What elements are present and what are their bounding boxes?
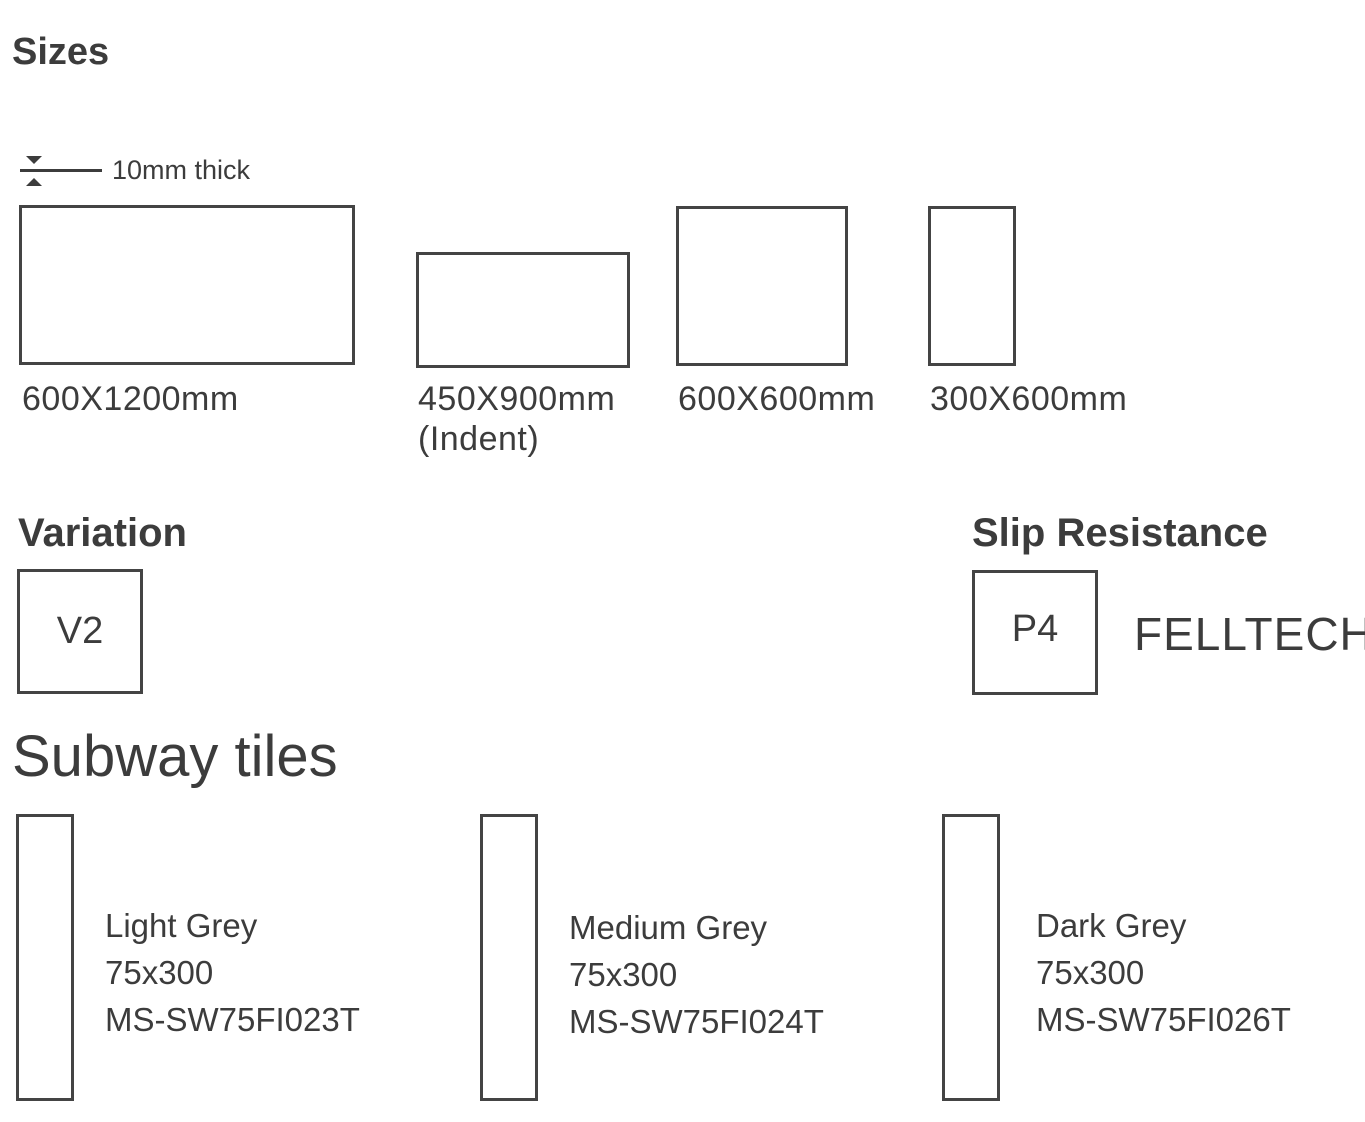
subway-tile-shape [480,814,538,1101]
variation-heading: Variation [18,511,187,555]
tile-size-label: 600X600mm [678,380,876,418]
sizes-heading: Sizes [12,31,110,73]
subway-tile-code: MS-SW75FI024T [569,1003,824,1040]
subway-tile-info: Medium Grey 75x300 MS-SW75FI024T [569,904,824,1045]
slip-resistance-heading: Slip Resistance [972,511,1268,555]
subway-tile-shape [942,814,1000,1101]
slip-rating-value: P4 [1011,608,1059,650]
thickness-icon [20,156,102,186]
variation-value: V2 [56,610,104,652]
subway-tile-size: 75x300 [569,956,678,993]
tile-size-label: 450X900mm [418,380,616,418]
subway-tile-size: 75x300 [105,954,214,991]
subway-tile-info: Dark Grey 75x300 MS-SW75FI026T [1036,902,1291,1043]
tile-size-label: 600X1200mm [22,380,239,418]
subway-tile-info: Light Grey 75x300 MS-SW75FI023T [105,902,360,1043]
subway-tile-color: Medium Grey [569,909,768,946]
subway-tile-code: MS-SW75FI023T [105,1001,360,1038]
slip-brand: FELLTECH [1134,608,1365,660]
subway-tiles-heading: Subway tiles [12,724,338,789]
tile-size-note: (Indent) [418,420,540,458]
subway-tile-code: MS-SW75FI026T [1036,1001,1291,1038]
tile-size-450x900-shape [416,252,630,368]
tile-size-600x1200-shape [19,205,355,365]
tile-size-300x600-shape [928,206,1016,366]
tile-size-label: 300X600mm [930,380,1128,418]
subway-tile-color: Light Grey [105,907,258,944]
subway-tile-color: Dark Grey [1036,907,1187,944]
slip-rating-badge: P4 [972,570,1098,695]
subway-tile-size: 75x300 [1036,954,1145,991]
thickness-label: 10mm thick [112,155,251,185]
variation-badge: V2 [17,569,143,694]
subway-tile-shape [16,814,74,1101]
tile-size-600x600-shape [676,206,848,366]
